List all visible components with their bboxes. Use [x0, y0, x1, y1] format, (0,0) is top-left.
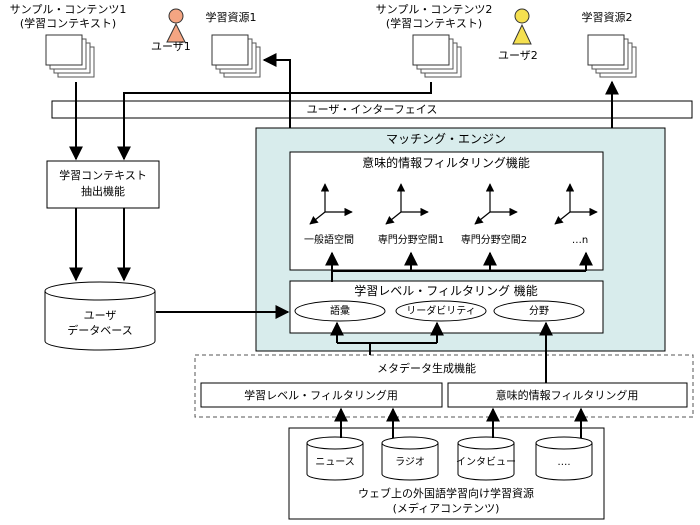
readability-oval [395, 300, 487, 322]
field-oval [493, 300, 585, 322]
space-n-axes-icon [554, 183, 598, 225]
vocabulary-oval [294, 300, 386, 322]
general-space-axes-icon [309, 183, 353, 225]
special-space-1-axes-icon [385, 183, 429, 225]
metadata-generation-box [194, 354, 694, 418]
learning-resource-1-docs-icon [211, 34, 261, 78]
sample-content-1-docs-icon [45, 34, 95, 78]
radio-db-cylinder [381, 436, 439, 481]
semantic-filter-use-box [447, 382, 688, 408]
news-db-cylinder [306, 436, 364, 481]
connector-arrows [69, 53, 619, 438]
semantic-filter-box [289, 151, 604, 271]
user-interface-bar [51, 100, 693, 119]
learning-resource-2-docs-icon [587, 34, 637, 78]
other-db-cylinder [535, 436, 593, 481]
user-1-icon [166, 8, 186, 43]
sample-content-2-docs-icon [412, 34, 462, 78]
user-database-cylinder [44, 281, 156, 351]
user-2-icon [512, 8, 532, 45]
interview-db-cylinder [457, 436, 515, 481]
level-filter-use-box [200, 382, 443, 408]
special-space-2-axes-icon [474, 183, 518, 225]
context-extraction-box [46, 160, 160, 209]
